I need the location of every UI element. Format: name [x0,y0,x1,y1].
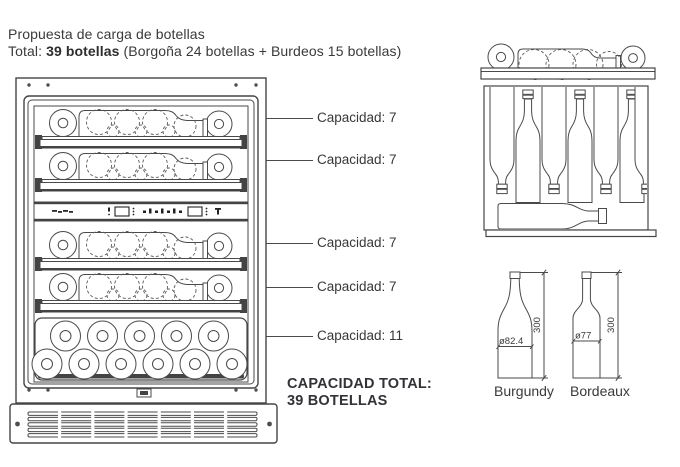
capacity-label-4: Capacidad: 7 [317,279,397,294]
shelf-row-1 [34,109,248,150]
total-detail: (Borgoña 24 botellas + Burdeos 15 botell… [119,43,402,59]
brand-logo [52,210,73,213]
capacity-label-1: Capacidad: 7 [317,110,397,125]
bordeaux-diameter-value: ø77 [575,331,591,342]
page-title: Propuesta de carga de botellas [8,26,205,42]
control-panel [33,201,249,222]
bordeaux-label: Bordeaux [570,383,630,399]
temperature-display-2 [187,206,203,217]
leader-line [266,243,313,244]
burgundy-label: Burgundy [494,383,554,399]
door-frame [23,95,259,389]
total-value: 39 botellas [46,43,120,59]
bottle-arrangement-view [483,85,657,238]
shelf-top-view-diagram [480,43,657,238]
cabinet [15,77,267,404]
shelf-row-4 [34,273,248,314]
bordeaux-bottle-drawing: ø77 300 [571,269,622,382]
inverted-bottles [489,87,647,195]
total-capacity-line1: CAPACIDAD TOTAL: [287,376,432,392]
vent-grille [9,403,278,444]
wine-cooler-front-diagram [9,77,278,444]
leader-line [266,287,313,288]
burgundy-bottle-drawing: ø82.4 300 [496,269,548,382]
capacity-label-3: Capacidad: 7 [317,235,397,250]
horizontal-bottle [497,203,607,229]
display-controls [108,206,221,217]
total-label: Total: [8,43,47,59]
capacity-label-2: Capacidad: 7 [317,152,397,167]
shelf-row-3 [34,231,248,272]
capacity-label-5: Capacidad: 11 [317,328,404,343]
leader-line [266,336,313,337]
shelf-row-2 [34,152,248,193]
upright-bottles [515,89,645,203]
bottle-bin [31,317,248,381]
leader-line [266,118,313,119]
burgundy-diameter-value: ø82.4 [499,336,523,347]
total-summary: Total: 39 botellas (Borgoña 24 botellas … [8,43,401,59]
shelf-side-view [480,43,656,80]
temperature-display [114,206,130,217]
bottle-dimensions-diagram: ø82.4 300 ø77 300 [496,269,622,382]
burgundy-height-value: 300 [532,317,543,333]
leader-line [266,160,313,161]
total-capacity: CAPACIDAD TOTAL: 39 BOTELLAS [287,376,432,410]
bordeaux-height-value: 300 [606,317,617,333]
total-capacity-line2: 39 BOTELLAS [287,393,388,409]
